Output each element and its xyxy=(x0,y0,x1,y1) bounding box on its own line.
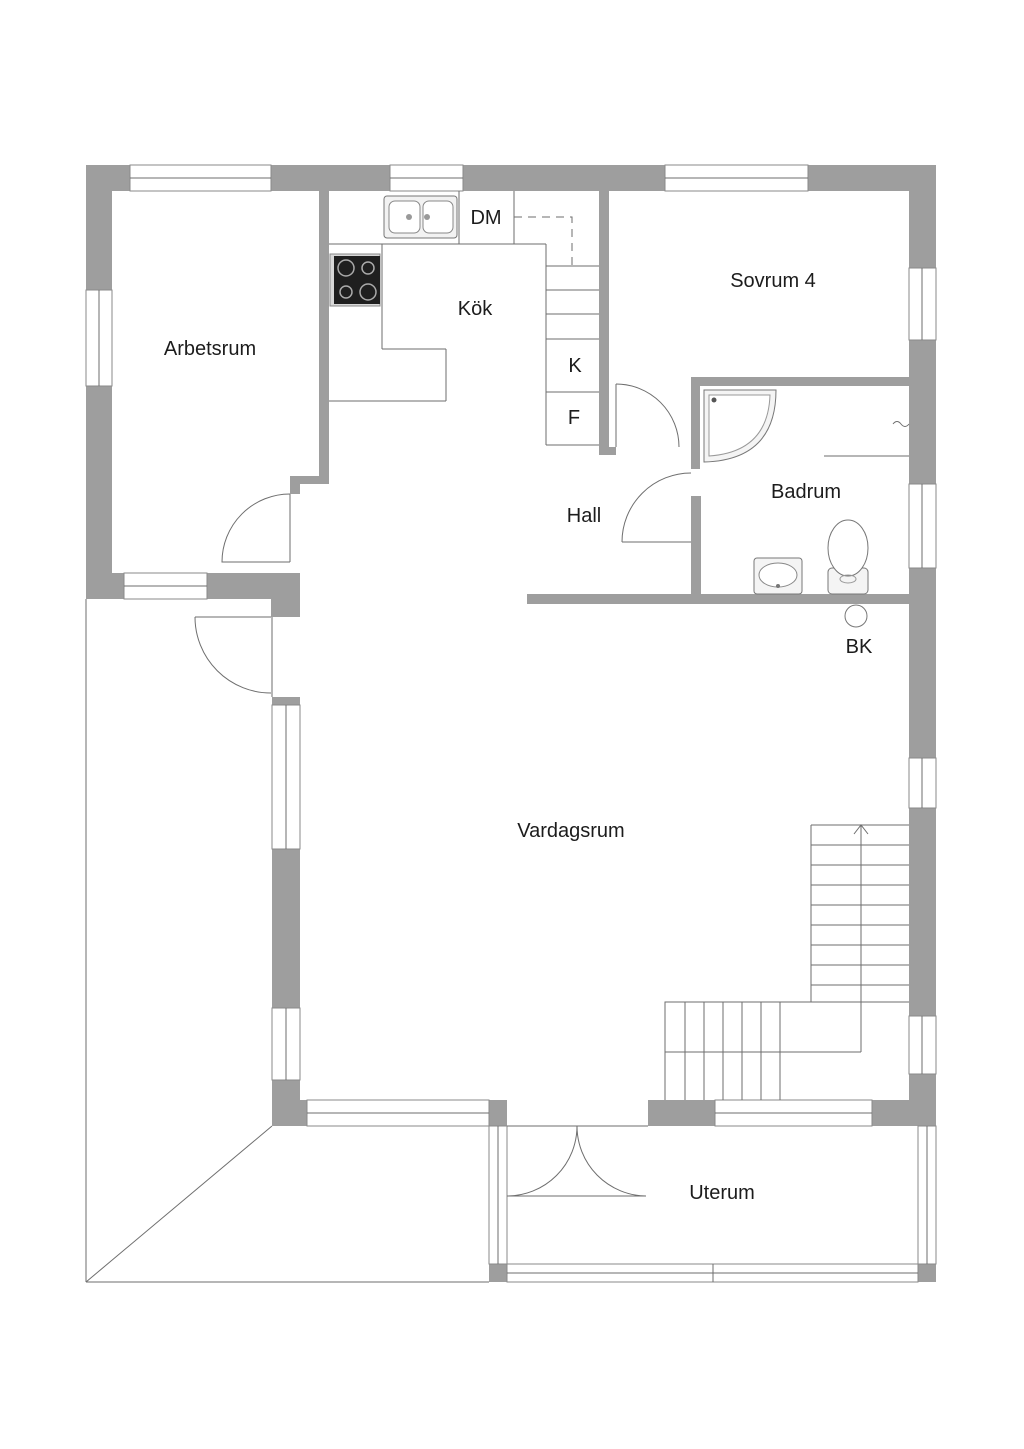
room-label-hall: Hall xyxy=(567,505,601,527)
staircase-icon xyxy=(664,824,909,1100)
terrace-outline xyxy=(85,599,648,1283)
windows xyxy=(85,164,937,1127)
room-labels: Arbetsrum Kök Sovrum 4 Hall Badrum Varda… xyxy=(164,270,841,1204)
corner-shower-icon xyxy=(703,389,777,463)
room-label-sovrum4: Sovrum 4 xyxy=(730,270,816,292)
fixture-label-f: F xyxy=(568,407,580,429)
room-label-arbetsrum: Arbetsrum xyxy=(164,338,256,360)
room-label-badrum: Badrum xyxy=(771,481,841,503)
stove-icon xyxy=(329,253,381,307)
room-label-kok: Kök xyxy=(458,298,493,320)
fixture-labels: DM K F BK xyxy=(470,207,873,658)
washbasin-icon xyxy=(753,557,803,595)
fixture-label-bk: BK xyxy=(846,636,873,658)
room-label-uterum: Uterum xyxy=(689,1182,755,1204)
kitchen-counters xyxy=(329,191,599,446)
room-label-vardagsrum: Vardagsrum xyxy=(517,820,624,842)
boiler-icon xyxy=(844,604,868,628)
double-sink-icon xyxy=(383,195,458,239)
fixture-label-k: K xyxy=(568,355,582,377)
fixture-label-dm: DM xyxy=(470,207,501,229)
doors xyxy=(194,383,692,1197)
shower-valve-icon xyxy=(892,421,910,427)
toilet-icon xyxy=(827,519,869,595)
interior-walls xyxy=(290,191,937,1283)
